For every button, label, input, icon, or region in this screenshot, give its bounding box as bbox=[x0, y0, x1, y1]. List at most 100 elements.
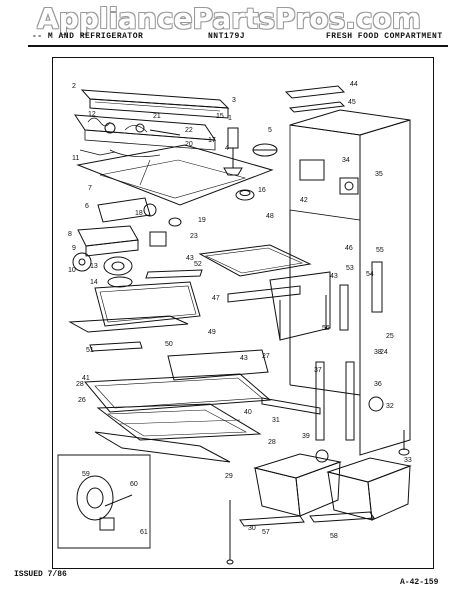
footer-code: A-42-159 bbox=[400, 578, 439, 587]
part-rail-32 bbox=[261, 397, 321, 415]
watermark: AppliancePartsPros.com bbox=[37, 2, 421, 35]
header-rule bbox=[28, 45, 448, 47]
callout-label: 50 bbox=[165, 341, 173, 348]
callout-label: 32 bbox=[386, 403, 394, 410]
callout-label: 60 bbox=[130, 481, 138, 488]
part-knob bbox=[235, 189, 255, 201]
callout-label: 29 bbox=[225, 473, 233, 480]
part-damper-assembly bbox=[97, 197, 182, 247]
callout-label: 30 bbox=[248, 525, 256, 532]
callout-label: 27 bbox=[262, 353, 270, 360]
callout-label: 43 bbox=[330, 273, 338, 280]
callout-label: 55 bbox=[376, 247, 384, 254]
callout-label: 17 bbox=[208, 137, 216, 144]
callout-label: 35 bbox=[375, 171, 383, 178]
callout-label: 51 bbox=[86, 347, 94, 354]
callout-label: 61 bbox=[140, 529, 148, 536]
callout-label: 23 bbox=[190, 233, 198, 240]
header-section: FRESH FOOD COMPARTMENT bbox=[326, 32, 443, 41]
part-control-housing bbox=[74, 114, 216, 151]
part-leveler bbox=[368, 396, 410, 456]
part-light-shield bbox=[77, 225, 139, 257]
callout-label: 46 bbox=[345, 245, 353, 252]
callout-label: 8 bbox=[68, 231, 72, 238]
callout-label: 3 bbox=[232, 97, 236, 104]
header-title: -- M AND REFRIGERATOR bbox=[32, 32, 144, 41]
callout-label: 11 bbox=[72, 155, 79, 162]
callout-label: 41 bbox=[82, 375, 90, 382]
callout-label: 12 bbox=[88, 111, 96, 118]
callout-label: 13 bbox=[90, 263, 98, 270]
callout-label: 39 bbox=[302, 433, 310, 440]
callout-label: 53 bbox=[346, 265, 354, 272]
callout-label: 22 bbox=[185, 127, 193, 134]
callout-label: 21 bbox=[153, 113, 161, 120]
callout-label: 36 bbox=[374, 381, 382, 388]
callout-label: 6 bbox=[85, 203, 89, 210]
callout-label: 26 bbox=[78, 397, 86, 404]
part-shelf-trim-54 bbox=[68, 315, 189, 352]
callout-label: 28 bbox=[76, 381, 84, 388]
callout-label: 25 bbox=[386, 333, 394, 340]
callout-label: 31 bbox=[272, 417, 280, 424]
callout-label: 43 bbox=[186, 255, 194, 262]
callout-label: 5 bbox=[268, 127, 272, 134]
part-glass-shelf-upper-left bbox=[94, 281, 201, 327]
callout-label: 57 bbox=[262, 529, 270, 536]
part-light-socket bbox=[339, 177, 359, 195]
callout-label: 7 bbox=[88, 185, 92, 192]
callout-label: 52 bbox=[194, 261, 202, 268]
callout-label: 24 bbox=[380, 349, 388, 356]
part-crisper-bin-left bbox=[253, 449, 342, 517]
callout-label: 28 bbox=[268, 439, 276, 446]
part-shelf-ladders bbox=[325, 261, 383, 331]
callout-label: 20 bbox=[185, 141, 193, 148]
callout-label: 10 bbox=[68, 267, 76, 274]
part-top-trim bbox=[80, 89, 230, 119]
callout-label: 15 bbox=[216, 113, 224, 120]
part-thermostat bbox=[223, 127, 243, 176]
callout-label: 4 bbox=[225, 145, 229, 152]
header-model: NNT179J bbox=[208, 32, 246, 41]
part-crisper-cover bbox=[96, 403, 262, 441]
callout-label: 56 bbox=[322, 325, 330, 332]
part-glass-shelf-upper-right bbox=[198, 244, 312, 303]
callout-label: 45 bbox=[348, 99, 356, 106]
part-bin-rails bbox=[239, 511, 375, 527]
part-shelf-front-55 bbox=[145, 269, 203, 279]
callout-label: 34 bbox=[342, 157, 350, 164]
callout-label: 1 bbox=[228, 115, 232, 122]
callout-layer: 2314567891011121314151617181920212223242… bbox=[68, 81, 412, 540]
footer-issued: ISSUED 7/86 bbox=[14, 570, 67, 579]
callout-label: 16 bbox=[258, 187, 266, 194]
part-glass-panel bbox=[94, 431, 231, 463]
callout-label: 2 bbox=[72, 83, 76, 90]
part-drain-tube bbox=[226, 500, 234, 565]
part-fan-motor bbox=[72, 252, 133, 288]
callout-label: 58 bbox=[330, 533, 338, 540]
part-cabinet-liner bbox=[289, 109, 411, 456]
callout-label: 42 bbox=[300, 197, 308, 204]
callout-label: 44 bbox=[350, 81, 358, 88]
part-crisper-bin-right bbox=[326, 457, 412, 521]
callout-label: 38 bbox=[374, 349, 382, 356]
callout-label: 9 bbox=[72, 245, 76, 252]
part-side-ladders bbox=[315, 361, 355, 441]
part-wiring bbox=[79, 117, 161, 157]
callout-label: 47 bbox=[212, 295, 220, 302]
callout-label: 33 bbox=[404, 457, 412, 464]
inset-roller-detail bbox=[57, 454, 151, 549]
callout-label: 19 bbox=[198, 217, 206, 224]
callout-label: 43 bbox=[240, 355, 248, 362]
part-air-duct-plate bbox=[76, 144, 274, 206]
callout-label: 54 bbox=[366, 271, 374, 278]
callout-label: 59 bbox=[82, 471, 90, 478]
callout-label: 40 bbox=[244, 409, 252, 416]
callout-label: 48 bbox=[266, 213, 274, 220]
diagram-frame bbox=[52, 57, 434, 569]
callout-label: 18 bbox=[135, 210, 143, 217]
callout-label: 14 bbox=[90, 279, 98, 286]
part-fan-blade bbox=[252, 143, 278, 157]
part-bin-frame bbox=[269, 271, 331, 341]
